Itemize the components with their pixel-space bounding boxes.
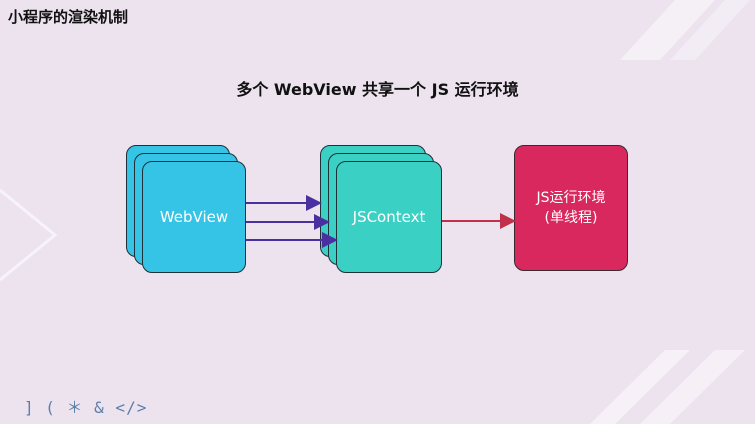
jscontext-card-front [336, 161, 442, 273]
js-runtime-label: JS运行环境 [536, 190, 606, 206]
footer-code-icons: ] ( ＊ & </> [24, 398, 148, 417]
decorative-chevron-left [0, 188, 58, 282]
webview-label: WebView [159, 208, 229, 226]
webview-card-front [142, 161, 246, 273]
decorative-stripes-bottom-right [590, 350, 745, 424]
js-runtime-box: JS运行环境 (单线程) [514, 145, 628, 271]
decorative-stripes-top-right [620, 0, 750, 60]
js-runtime-thread-note: (单线程) [544, 210, 598, 226]
slide-title: 小程序的渲染机制 [8, 8, 129, 26]
jscontext-label: JSContext [352, 208, 426, 226]
diagram-heading: 多个 WebView 共享一个 JS 运行环境 [236, 80, 519, 99]
